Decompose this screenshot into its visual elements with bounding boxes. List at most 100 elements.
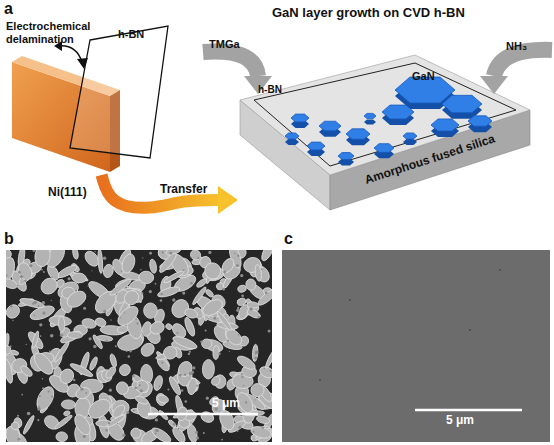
sem-speck	[141, 292, 143, 294]
foil-side	[110, 90, 120, 172]
gan-grain	[184, 376, 200, 393]
sem-speck	[94, 366, 96, 368]
gan-grain	[6, 255, 17, 283]
gan-grain	[125, 285, 142, 304]
sem-speck	[155, 433, 157, 435]
gan-grain	[222, 261, 240, 278]
sem-speck	[83, 435, 86, 438]
sem-speck	[120, 317, 121, 318]
gan-grain	[96, 369, 112, 384]
gan-grain	[195, 294, 217, 314]
gan-grain	[61, 286, 76, 300]
gan-grain	[205, 265, 216, 285]
sem-speck	[39, 395, 41, 397]
gan-grain	[109, 353, 118, 368]
gan-grain	[244, 410, 265, 416]
sem-speck	[234, 253, 235, 254]
gan-grain	[54, 414, 74, 431]
sem-image	[6, 250, 272, 442]
gan-grain	[155, 352, 171, 360]
gan-grain	[26, 330, 46, 351]
gan-grain	[10, 349, 19, 356]
gan-grain	[31, 350, 57, 378]
sem-speck	[41, 269, 43, 271]
gan-grain	[110, 414, 124, 424]
sem-speck	[181, 389, 184, 392]
sem-speck	[21, 394, 23, 396]
sem-speck	[238, 426, 241, 429]
gan-grain	[129, 330, 146, 347]
gan-grain	[48, 305, 69, 329]
sem-speck	[229, 351, 230, 352]
scale-bar	[415, 409, 522, 412]
gan-grain	[131, 380, 139, 388]
gan-island	[285, 133, 299, 139]
delamination-arrow	[58, 46, 82, 62]
precursor-arrow	[203, 52, 258, 77]
gan-grain	[149, 259, 158, 274]
gan-grain	[167, 419, 177, 429]
gan-grain	[42, 413, 61, 432]
gan-grain	[191, 286, 207, 306]
gan-grain	[121, 288, 142, 293]
gan-grain	[171, 339, 196, 351]
gan-grain	[158, 250, 173, 260]
gan-grain	[176, 266, 194, 279]
sem-speck	[155, 429, 158, 432]
gan-grain	[39, 250, 51, 262]
gan-grain	[97, 250, 103, 274]
sem-speck	[262, 427, 264, 429]
sem-speck	[33, 301, 36, 304]
gan-grain	[97, 391, 115, 411]
gan-grain	[242, 397, 258, 413]
gan-island	[468, 116, 492, 126]
sem-speck	[191, 371, 194, 374]
gan-grain	[261, 411, 272, 433]
node-shape	[66, 22, 172, 162]
gan-grain	[186, 377, 198, 395]
sem-speck	[183, 269, 185, 271]
gan-grain	[114, 278, 130, 290]
gan-grain	[82, 250, 101, 269]
gan-grain	[122, 384, 144, 400]
gan-grain	[244, 303, 261, 317]
gan-grain	[258, 365, 272, 380]
sem-speck	[155, 418, 158, 421]
sem-speck	[80, 388, 83, 391]
gan-grain	[170, 321, 189, 340]
gan-grain	[245, 278, 256, 290]
node-shape	[238, 2, 534, 222]
gan-grain	[39, 405, 49, 414]
sem-speck	[240, 274, 243, 277]
gan-grain	[116, 332, 145, 353]
gan-grain	[167, 375, 182, 396]
gan-grain	[155, 356, 171, 373]
sem-speck	[237, 307, 239, 309]
gan-grain	[186, 376, 201, 386]
gan-grain	[242, 391, 267, 412]
gan-grain	[219, 277, 230, 288]
gan-grain	[174, 414, 197, 435]
gan-grain	[29, 353, 46, 373]
gan-grain	[105, 420, 128, 442]
gan-grain	[156, 394, 169, 405]
sem-speck	[205, 330, 207, 332]
gan-grain	[250, 433, 261, 442]
gan-grain	[74, 385, 92, 400]
sem-speck	[254, 399, 255, 400]
gan-grain	[6, 302, 22, 321]
sem-speck	[469, 329, 471, 331]
gan-grain	[63, 410, 70, 416]
sem-speck	[48, 390, 50, 392]
sem-speck	[94, 251, 96, 253]
gan-island	[307, 142, 325, 150]
sem-speck	[10, 346, 12, 348]
gan-grain	[61, 400, 75, 410]
sem-speck	[51, 396, 53, 398]
gan-grain	[191, 378, 199, 392]
gan-grain	[252, 263, 272, 285]
gan-grain	[259, 250, 272, 263]
gan-grain	[177, 365, 193, 387]
sem-speck	[27, 412, 31, 416]
